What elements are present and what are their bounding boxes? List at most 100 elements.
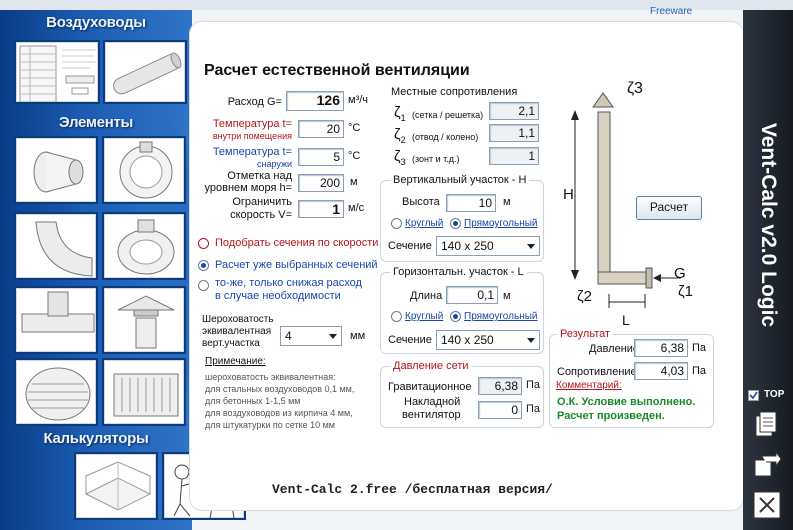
roughness-label-2: эквивалентная: [202, 326, 272, 337]
roughness-label-3: верт.участка: [202, 338, 260, 349]
flow-input[interactable]: 126: [286, 91, 344, 111]
horizontal-shape-rect-radio[interactable]: [450, 311, 461, 322]
vertical-height-input[interactable]: 10: [446, 194, 496, 212]
cap-shape: [592, 92, 614, 108]
valve-thumbnail[interactable]: [102, 136, 186, 204]
comment-line-2: Расчет произведен.: [557, 410, 665, 422]
l-label: L: [622, 312, 630, 328]
note-line-4: для воздуховодов из кирпича 4 мм,: [205, 408, 353, 418]
horizontal-section-select[interactable]: 140 x 250: [436, 330, 540, 350]
vertical-shape-rect-radio[interactable]: [450, 218, 461, 229]
horizontal-shape-round-label: Круглый: [405, 311, 444, 322]
vertical-height-unit: м: [503, 196, 511, 208]
fan-label-1: Накладной: [404, 396, 461, 408]
mode-radio-pick-by-speed[interactable]: [198, 238, 209, 249]
zeta-2-input[interactable]: 1,1: [489, 124, 539, 142]
diffuser-thumbnail[interactable]: [102, 212, 186, 280]
horizontal-section-label: Сечение: [388, 334, 432, 346]
reducer-thumbnail[interactable]: [14, 136, 98, 204]
zeta-2-symbol: ζ2: [394, 126, 406, 145]
vertical-shape-round-radio[interactable]: [391, 218, 402, 229]
vertical-section-label: Сечение: [388, 240, 432, 252]
elbow-thumbnail[interactable]: [14, 212, 98, 280]
g-label: G: [674, 265, 686, 282]
result-pressure-value: 6,38: [634, 339, 688, 357]
grille-thumbnail[interactable]: [14, 358, 98, 426]
horizontal-section-title: Горизонтальн. участок - L: [390, 266, 527, 278]
reducer-icon: [33, 151, 84, 193]
result-resistance-value: 4,03: [634, 362, 688, 380]
round-duct-thumbnail[interactable]: [103, 40, 187, 104]
vertical-section-select[interactable]: 140 x 250: [436, 236, 540, 256]
chevron-down-icon: [329, 334, 337, 339]
round-duct-icon: [113, 52, 182, 95]
vertical-pipe: [597, 111, 611, 283]
speed-limit-input[interactable]: 1: [298, 200, 344, 218]
fan-input[interactable]: 0: [478, 401, 522, 419]
documents-icon[interactable]: [752, 408, 782, 438]
roughness-unit: мм: [350, 330, 366, 342]
tee-thumbnail[interactable]: [14, 286, 98, 354]
diffuser-icon: [117, 219, 175, 275]
duct-table-thumbnail[interactable]: [14, 40, 100, 104]
inlet-grille: [645, 267, 653, 289]
roughness-label-1: Шероховатость: [202, 314, 274, 325]
result-pressure-label: Давление: [589, 343, 640, 355]
zeta-1-label: (сетка / решетка): [412, 110, 484, 120]
horizontal-shape-round-radio[interactable]: [391, 311, 402, 322]
zeta-2-label: (отвод / колено): [412, 132, 479, 142]
freeware-label: Freeware: [650, 6, 693, 17]
note-title: Примечание:: [205, 356, 266, 367]
roof-cap-thumbnail[interactable]: [102, 286, 186, 354]
valve-icon: [119, 141, 173, 199]
roughness-select[interactable]: 4: [280, 326, 342, 346]
temp-in-unit: °С: [348, 122, 361, 134]
section-title-calculators: Калькуляторы: [43, 430, 149, 447]
temp-in-input[interactable]: 20: [298, 120, 344, 138]
horizontal-pipe: [597, 271, 647, 285]
heater-icon: [113, 373, 179, 417]
top-checkbox[interactable]: [748, 390, 759, 401]
zeta-2-diagram-label: ζ2: [577, 288, 592, 305]
h-arrow-bottom: [571, 270, 579, 280]
pressure-title: Давление сети: [390, 360, 472, 372]
top-label: TOP: [764, 389, 785, 400]
calculate-button[interactable]: Расчет: [636, 196, 702, 220]
mode-radio-reduce-flow[interactable]: [198, 280, 209, 291]
close-icon[interactable]: [752, 490, 782, 520]
check-icon: [749, 391, 758, 400]
h-label: H: [563, 186, 574, 203]
h-arrow-top: [571, 110, 579, 120]
export-arrow-icon[interactable]: [752, 450, 782, 480]
flow-unit: м³/ч: [348, 94, 369, 106]
gravity-value: 6,38: [478, 377, 522, 395]
vertical-app-title-text: Vent-Calc v2.0 Logic: [757, 122, 780, 328]
mode-radio-selected-sections[interactable]: [198, 260, 209, 271]
temp-out-input[interactable]: 5: [298, 148, 344, 166]
note-line-5: для штукатурки по сетке 10 мм: [205, 420, 335, 430]
zeta-1-symbol: ζ1: [394, 104, 406, 123]
speed-limit-unit: м/с: [348, 202, 365, 214]
chevron-down-icon: [527, 244, 535, 249]
horizontal-length-input[interactable]: 0,1: [446, 286, 498, 304]
elevation-input[interactable]: 200: [298, 174, 344, 192]
table-icon: [19, 45, 96, 102]
gravity-unit: Па: [526, 379, 541, 391]
vertical-height-label: Высота: [402, 196, 440, 208]
zeta-1-input[interactable]: 2,1: [489, 102, 539, 120]
vertical-app-title: Vent-Calc v2.0 Logic: [745, 90, 791, 360]
note-line-3: для бетонных 1-1,5 мм: [205, 396, 301, 406]
comment-line-1: О.К. Условие выполнено.: [557, 396, 696, 408]
roof-cap-icon: [117, 295, 175, 349]
gravity-label: Гравитационное: [388, 381, 472, 393]
result-title: Результат: [557, 328, 614, 340]
zeta-3-input[interactable]: 1: [489, 147, 539, 165]
zeta-3-label: (зонт и т.д.): [412, 154, 460, 164]
temp-in-sublabel: внутри помещения: [212, 131, 292, 141]
local-resistances-title: Местные сопротивления: [391, 86, 518, 98]
zeta-3-diagram-label: ζ3: [627, 80, 643, 97]
heater-thumbnail[interactable]: [102, 358, 186, 426]
section-title-ducts: Воздуховоды: [46, 14, 146, 31]
vertical-section-title: Вертикальный участок - Н: [390, 174, 530, 186]
building-calc-thumbnail[interactable]: [74, 452, 158, 520]
